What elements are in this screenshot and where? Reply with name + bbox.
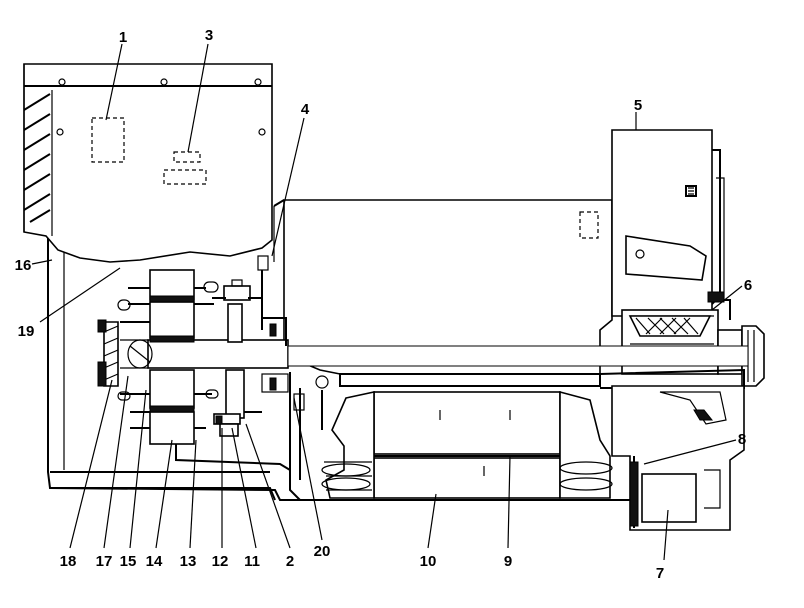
- callout-8: 8: [738, 431, 746, 448]
- callout-17: 17: [96, 553, 113, 570]
- louvre-vents: [23, 93, 51, 223]
- stator-assembly: [289, 372, 613, 501]
- callout-18: 18: [60, 553, 77, 570]
- bearing-housing: [611, 385, 745, 531]
- leader-lines: [31, 43, 743, 561]
- callout-labels: 1 2 3 4 5 6 7 8 9 10 11 12 13 14 15 16 1…: [15, 27, 753, 582]
- terminal-box: [611, 129, 725, 317]
- hidden-component-3a: [173, 151, 201, 163]
- callout-3: 3: [205, 27, 213, 44]
- callout-16: 16: [15, 257, 32, 274]
- callout-1: 1: [119, 29, 127, 46]
- callout-10: 10: [420, 553, 437, 570]
- control-box: [23, 63, 273, 263]
- callout-11: 11: [244, 553, 260, 570]
- callout-4: 4: [301, 101, 310, 118]
- callout-2: 2: [286, 553, 294, 570]
- callout-6: 6: [744, 277, 752, 294]
- exciter-rectifier-assembly: [117, 255, 329, 471]
- callout-15: 15: [120, 553, 137, 570]
- callout-20: 20: [314, 543, 331, 560]
- callout-13: 13: [180, 553, 197, 570]
- rotor-shaft: [147, 339, 749, 389]
- end-housing-frame: [47, 232, 630, 501]
- hidden-component-3b: [163, 169, 207, 185]
- callout-14: 14: [146, 553, 163, 570]
- callout-7: 7: [656, 565, 664, 582]
- hidden-part: [579, 211, 599, 239]
- hidden-component-1: [91, 117, 125, 163]
- callout-5: 5: [634, 97, 642, 114]
- callout-12: 12: [212, 553, 229, 570]
- cooling-fan: [97, 319, 153, 387]
- callout-19: 19: [18, 323, 35, 340]
- callout-9: 9: [504, 553, 512, 570]
